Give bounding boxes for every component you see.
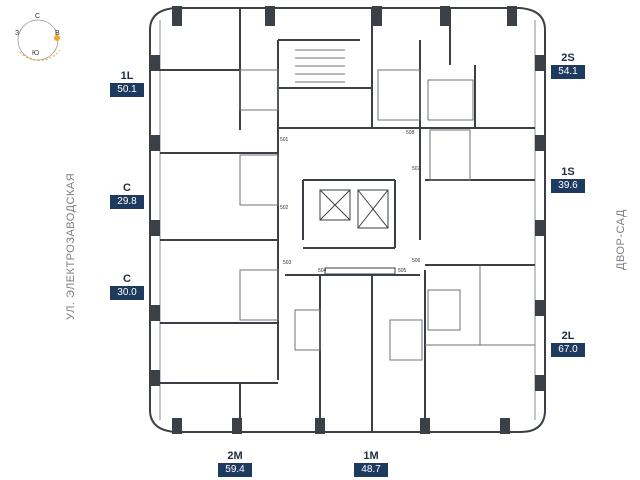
apartment-label[interactable]: 2M 59.4 (218, 450, 252, 477)
apartment-code: C (123, 182, 131, 194)
apartment-label[interactable]: C 29.8 (110, 182, 144, 209)
apartment-area: 67.0 (551, 343, 585, 357)
apartment-label[interactable]: 1S 39.6 (551, 166, 585, 193)
compass-north: С (35, 13, 41, 20)
apartment-area: 54.1 (551, 65, 585, 79)
apartment-code: 1M (363, 450, 379, 462)
compass-south: Ю (32, 50, 40, 57)
compass (17, 19, 61, 61)
apartment-code: 2S (561, 52, 575, 64)
door-number: 507 (412, 166, 421, 172)
apartment-code: C (123, 273, 131, 285)
street-label-left: УЛ. ЭЛЕКТРОЗАВОДСКАЯ (65, 172, 77, 320)
apartment-label[interactable]: 2L 67.0 (551, 330, 585, 357)
apartment-label[interactable]: C 30.0 (110, 273, 144, 300)
street-label-right: ДВОР-САД (615, 209, 627, 270)
apartment-label[interactable]: 1L 50.1 (110, 70, 144, 97)
apartment-code: 2M (227, 450, 243, 462)
elevator-core (319, 189, 396, 275)
stairwell (295, 49, 345, 83)
sun-icon (54, 35, 60, 41)
door-number: 506 (412, 258, 421, 264)
apartment-label[interactable]: 2S 54.1 (551, 52, 585, 79)
door-number: 508 (406, 130, 415, 136)
door-number: 501 (280, 137, 289, 143)
door-numbers: 501 502 503 504 505 506 507 508 (280, 130, 421, 274)
apartment-area: 39.6 (551, 179, 585, 193)
apartment-code: 1S (561, 166, 575, 178)
apartment-area: 48.7 (354, 463, 388, 477)
compass-west: З (15, 30, 20, 37)
apartment-label[interactable]: 1M 48.7 (354, 450, 388, 477)
apartment-code: 1L (120, 70, 134, 82)
compass-east: В (55, 30, 60, 37)
door-number: 504 (318, 268, 327, 274)
thin-walls (239, 69, 535, 361)
door-number: 505 (398, 268, 407, 274)
door-number: 502 (280, 205, 289, 211)
apartment-area: 50.1 (110, 83, 144, 97)
apartment-area: 29.8 (110, 195, 144, 209)
apartment-area: 30.0 (110, 286, 144, 300)
door-number: 503 (283, 260, 292, 266)
apartment-code: 2L (561, 330, 575, 342)
apartment-area: 59.4 (218, 463, 252, 477)
